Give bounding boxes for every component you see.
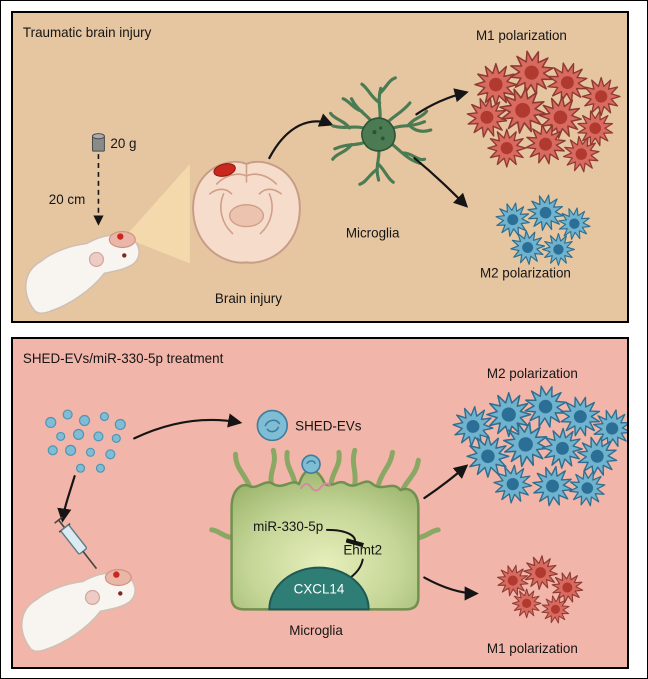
dots-to-injection-arrow [57, 475, 76, 523]
vesicle-uptake-icon [301, 454, 321, 474]
syringe-icon [54, 516, 98, 570]
microglia-cell: miR-330-5p Ehmt2 CXCL14 [209, 447, 441, 611]
microglia-to-m2-arrow [413, 156, 469, 208]
m1-polarization-label: M1 polarization [476, 28, 567, 43]
treatment-illustration: SHED-EVs/miR-330-5p treatment SHED-EVs [20, 351, 627, 656]
injury-spot [213, 163, 236, 177]
m2-cell-cluster [450, 381, 627, 515]
drop-height-label: 20 cm [49, 192, 86, 207]
mouse-figure [20, 568, 136, 653]
cxcl14-label: CXCL14 [294, 581, 345, 596]
m2-polarization-label: M2 polarization [487, 366, 578, 381]
brain-section [192, 160, 301, 264]
panel-shed-ev-treatment: SHED-EVs/miR-330-5p treatment SHED-EVs [11, 337, 629, 669]
microglia-cell-icon [329, 76, 433, 186]
mirna-label: miR-330-5p [253, 519, 323, 534]
shed-ev-vesicle-icon [256, 409, 289, 442]
panel-traumatic-brain-injury: Traumatic brain injury 20 g 20 cm Brai [11, 11, 629, 323]
m1-cell-cluster [493, 549, 590, 627]
microglia-label: Microglia [346, 226, 400, 241]
cell-to-m2-arrow [423, 464, 469, 500]
ehmt2-label: Ehmt2 [343, 543, 382, 558]
weight-label: 20 g [110, 136, 136, 151]
mouse-figure [24, 230, 140, 315]
m1-polarization-label: M1 polarization [487, 641, 578, 656]
tbi-illustration: Traumatic brain injury 20 g 20 cm Brai [23, 25, 627, 315]
mirna-squiggle-icon [300, 482, 331, 492]
m2-polarization-label: M2 polarization [480, 265, 571, 280]
mir-to-ehmt2-link [325, 528, 364, 548]
brain-injury-label: Brain injury [215, 291, 282, 306]
ev-dots [45, 409, 126, 473]
m2-cell-cluster [492, 186, 596, 272]
dots-to-vesicle-arrow [133, 413, 243, 440]
microglia-to-m1-arrow [415, 88, 469, 116]
nucleus [268, 566, 370, 611]
shed-ev-label: SHED-EVs [295, 418, 362, 433]
microglia-label: Microglia [289, 623, 343, 638]
weight-icon [91, 133, 105, 152]
panel-treatment-title: SHED-EVs/miR-330-5p treatment [23, 351, 224, 366]
panel-tbi-title: Traumatic brain injury [23, 25, 152, 40]
brain-to-microglia-arrow [268, 113, 334, 160]
cell-to-m1-arrow [423, 576, 479, 601]
m1-cell-cluster [458, 44, 627, 178]
light-cone [124, 164, 190, 264]
